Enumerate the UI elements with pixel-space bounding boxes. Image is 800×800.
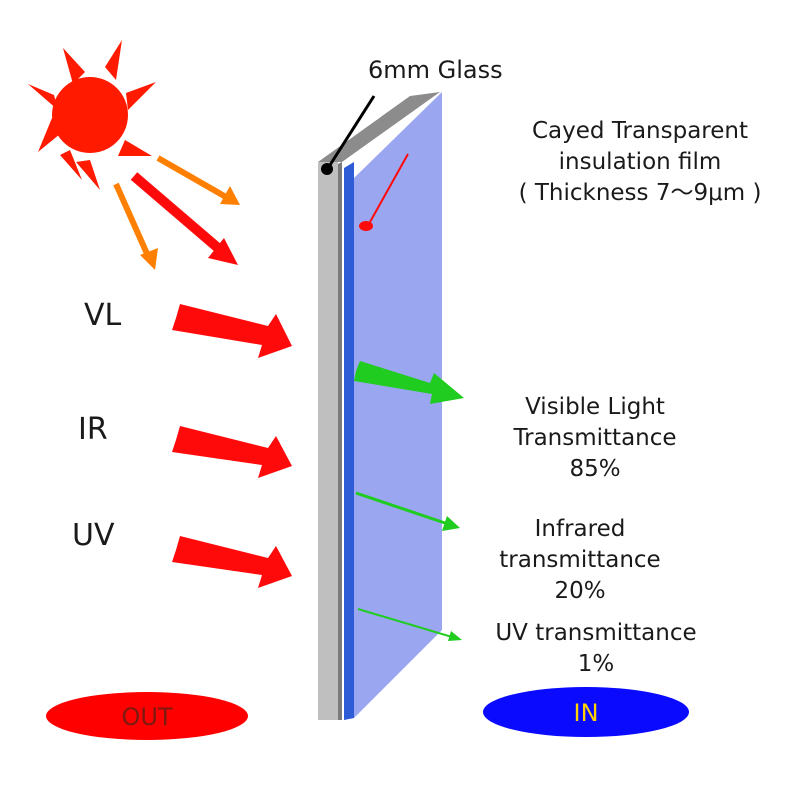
glass-leader	[321, 95, 376, 175]
incoming-label-ir: IR	[78, 412, 108, 447]
vl-transmittance: Visible Light Transmittance 85%	[480, 392, 710, 485]
sun-icon	[28, 40, 156, 190]
film-line-2: insulation film	[558, 149, 722, 175]
out-label: OUT	[121, 703, 172, 731]
sun-rays	[113, 155, 240, 270]
ir-line-2: transmittance	[499, 547, 661, 573]
glass-pane	[318, 162, 338, 720]
glass-top	[318, 92, 440, 162]
in-pill	[483, 687, 689, 737]
glass-label: 6mm Glass	[368, 56, 503, 84]
incoming-label-uv: UV	[72, 518, 115, 553]
in-label: IN	[573, 699, 598, 727]
arrow-vl-incoming	[172, 304, 292, 358]
uv-transmittance: UV transmittance 1%	[476, 618, 716, 680]
arrow-ir-transmitted	[355, 491, 460, 531]
arrow-ir-incoming	[172, 426, 292, 478]
ir-line-1: Infrared	[534, 516, 626, 542]
vl-line-1: Visible Light	[525, 394, 665, 420]
ir-value: 20%	[554, 578, 606, 604]
arrow-vl-transmitted	[354, 361, 464, 404]
incoming-label-vl: VL	[84, 298, 122, 333]
glass-side-shade	[338, 162, 342, 720]
film-line-3: ( Thickness 7～9μm )	[518, 180, 762, 206]
vl-value: 85%	[569, 456, 621, 482]
arrow-uv-incoming	[172, 536, 292, 588]
uv-line-1: UV transmittance	[495, 620, 697, 646]
film-line-1: Cayed Transparent	[532, 118, 748, 144]
vl-line-2: Transmittance	[513, 425, 677, 451]
arrow-uv-transmitted	[357, 608, 462, 641]
film-edge	[344, 162, 354, 720]
film-panel	[354, 92, 442, 718]
out-pill	[46, 692, 248, 740]
uv-value: 1%	[577, 651, 615, 677]
ir-transmittance: Infrared transmittance 20%	[470, 514, 690, 607]
film-description: Cayed Transparent insulation film ( Thic…	[480, 116, 800, 209]
film-leader	[359, 153, 409, 231]
